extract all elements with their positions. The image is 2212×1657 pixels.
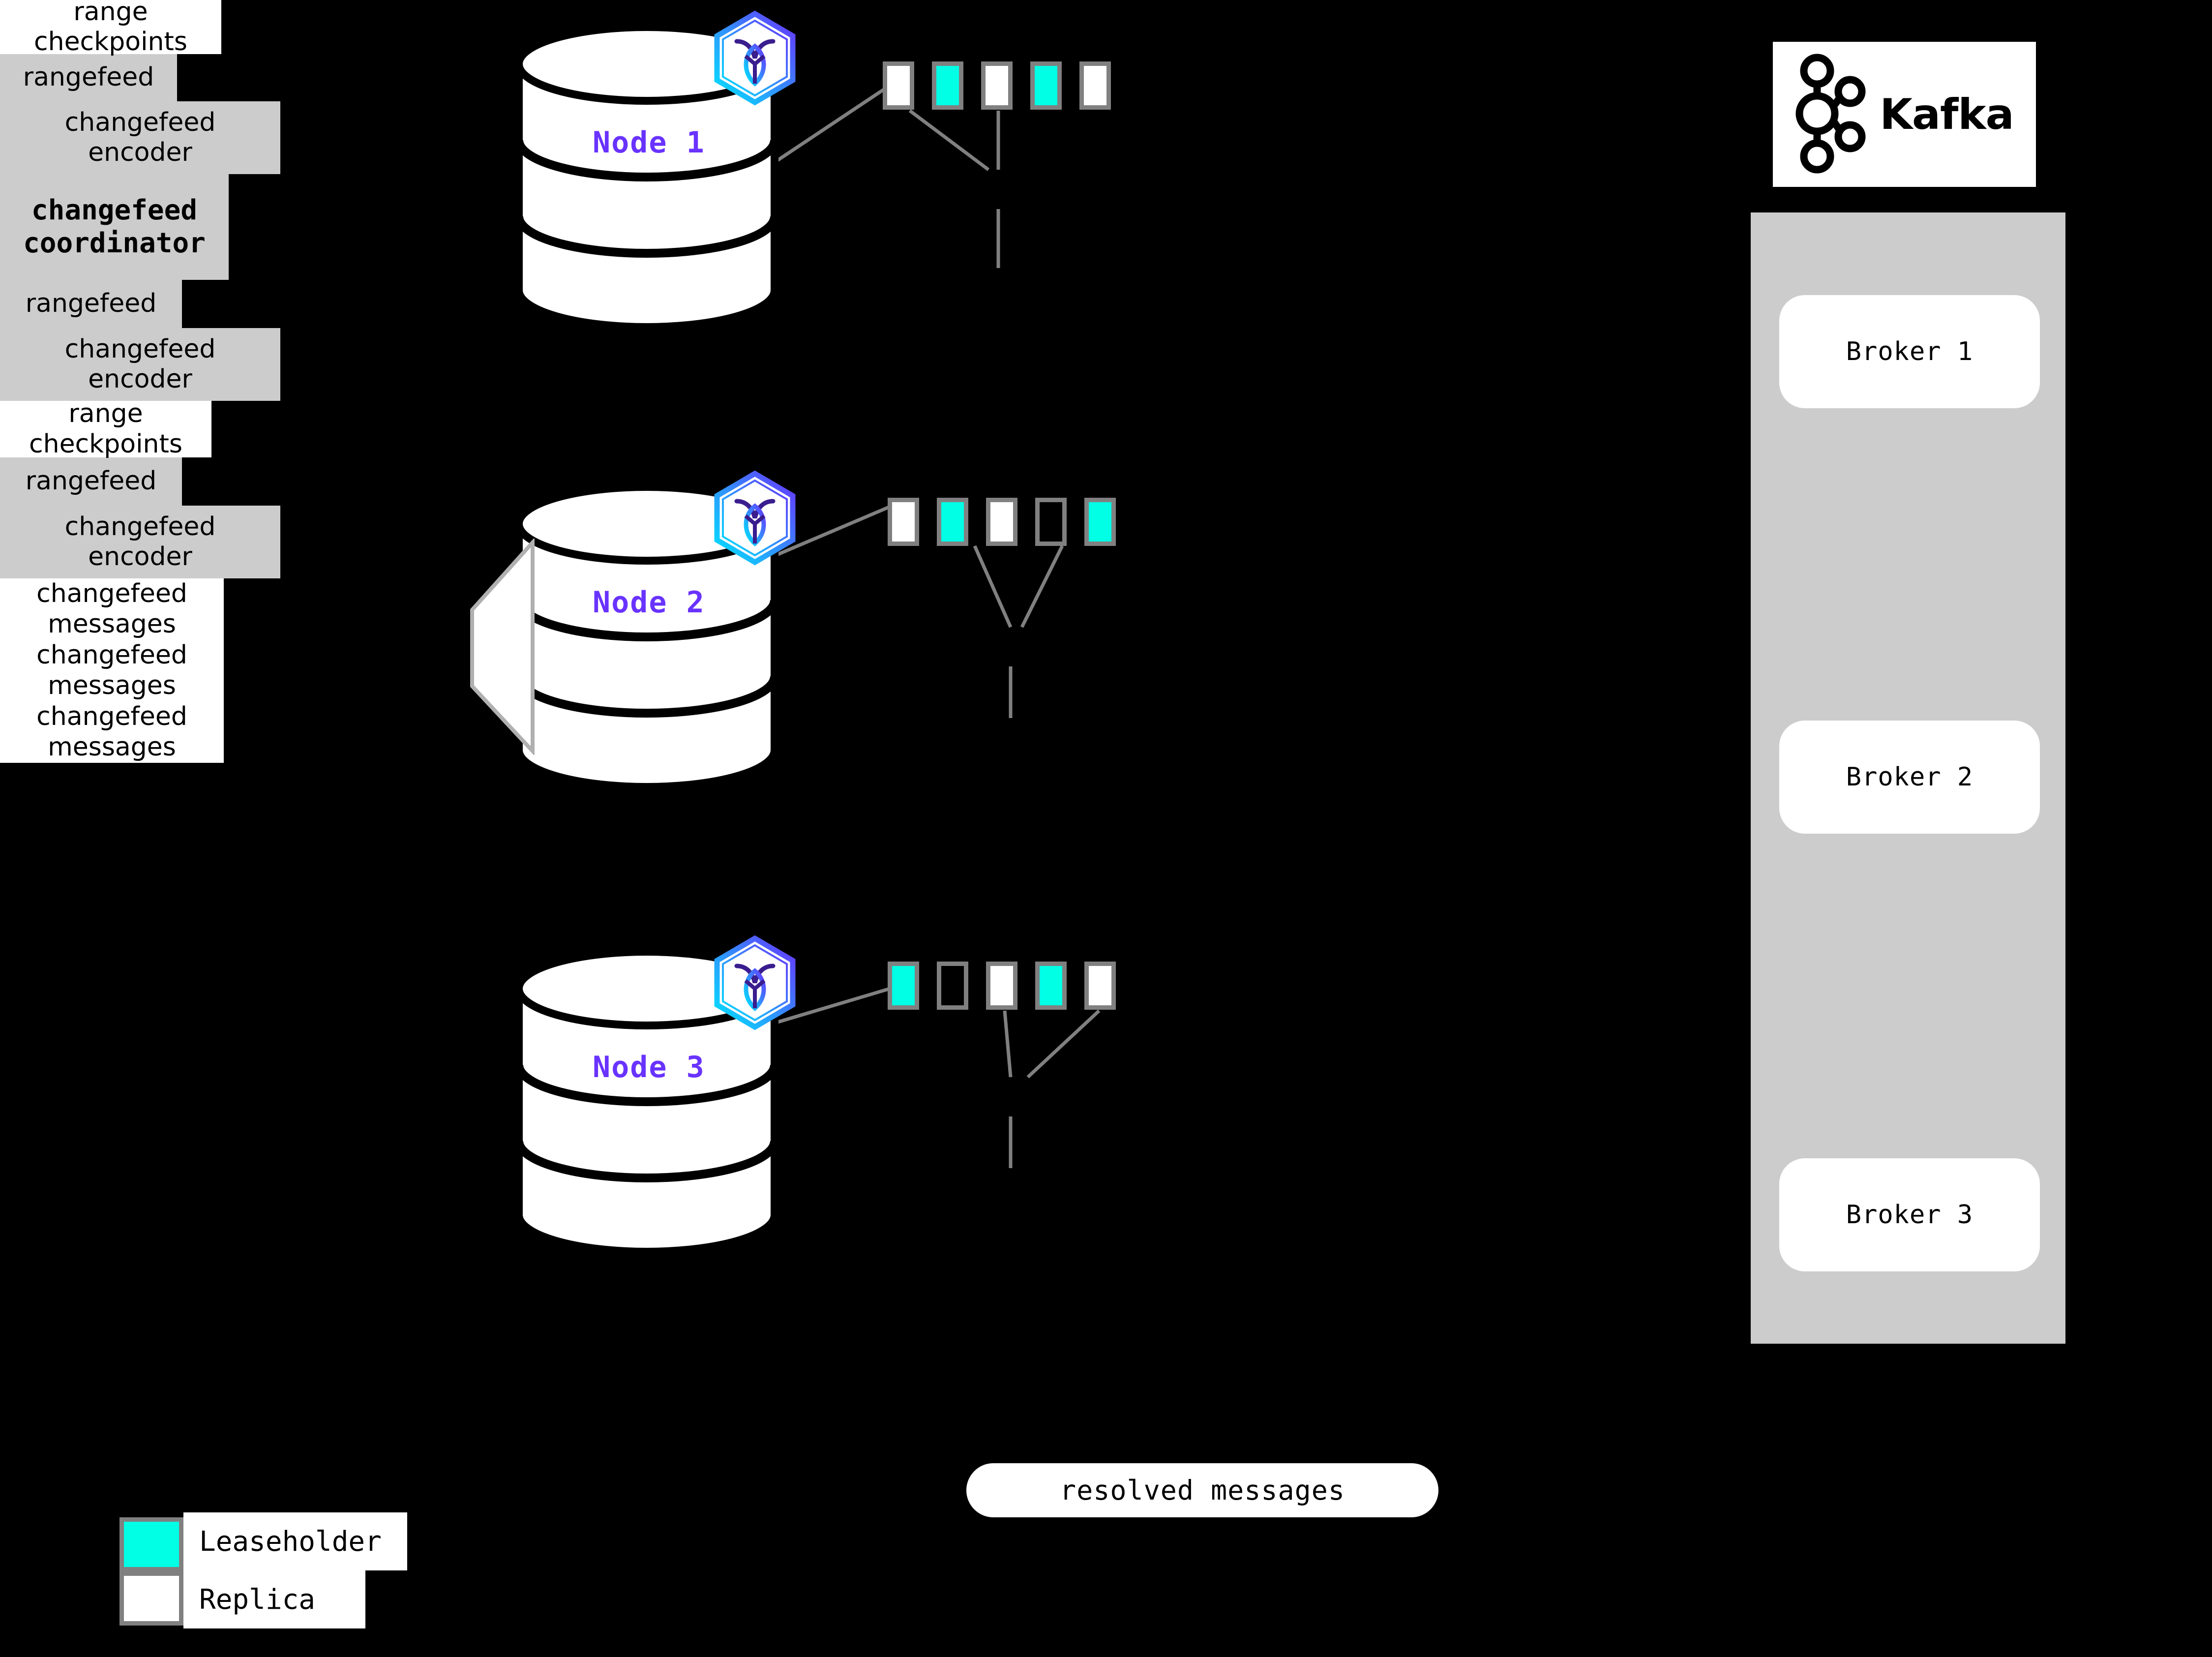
encoder-line-2: encoder [88,138,192,167]
broker-1[interactable]: Broker 1 [1779,295,2040,408]
changefeed-messages-label-1: changefeed messages [0,578,224,640]
node-2-range-row [888,498,1134,546]
kafka-wordmark: Kafka [1880,90,2014,139]
encoder-line-1: changefeed [64,107,216,137]
node-3-range-row [888,962,1134,1010]
legend-label-replica: Replica [183,1570,365,1628]
broker-3[interactable]: Broker 3 [1779,1158,2040,1271]
node-3-range-checkpoints-note: range checkpoints [0,399,211,459]
msg-line-1: changefeed [36,702,187,732]
node-3-changefeed-encoder-box[interactable]: changefeed encoder [0,506,280,578]
changefeed-coordinator-wedge [470,537,568,757]
encoder-line-2: encoder [88,364,192,394]
legend-swatch-leaseholder [120,1517,183,1571]
node-1-range-row [883,61,1129,110]
legend-label-leaseholder: Leaseholder [183,1512,407,1570]
msg-line-2: messages [48,609,176,639]
kafka-logo-card: Kafka [1773,42,2036,187]
cockroachdb-hexagon-icon [708,934,802,1040]
msg-line-2: messages [48,670,176,700]
node-1-changefeed-encoder-box[interactable]: changefeed encoder [0,101,280,174]
node-3-rangefeed-box[interactable]: rangefeed [0,457,182,506]
node-2-changefeed-encoder-box[interactable]: changefeed encoder [0,328,280,401]
coordinator-line-2: coordinator [23,227,206,259]
msg-line-1: changefeed [36,579,187,609]
range-cell[interactable] [1035,498,1067,546]
changefeed-messages-label-2: changefeed messages [0,640,224,701]
encoder-line-2: encoder [88,542,192,572]
range-cell[interactable] [1084,498,1116,546]
range-cell[interactable] [1030,61,1062,110]
node-2-label: Node 2 [593,585,705,620]
node-1-range-checkpoints-note: range checkpoints [0,0,221,57]
range-cell[interactable] [937,962,968,1010]
encoder-line-1: changefeed [64,334,216,364]
changefeed-coordinator-box[interactable]: changefeed coordinator [0,174,229,280]
coordinator-line-1: changefeed [31,194,198,227]
range-cell[interactable] [883,61,914,110]
legend-swatch-replica [120,1571,183,1626]
node-2-cylinder [514,484,779,789]
encoder-line-1: changefeed [64,512,216,542]
changefeed-messages-label-3: changefeed messages [0,701,224,763]
range-cell[interactable] [888,962,919,1010]
cockroachdb-hexagon-icon [708,470,802,575]
note-line-1: range [73,0,148,27]
cockroachdb-hexagon-icon [708,10,802,115]
range-cell[interactable] [932,61,963,110]
note-line-2: checkpoints [34,27,187,57]
node-1-label: Node 1 [593,125,705,160]
range-cell[interactable] [1084,962,1116,1010]
msg-line-2: messages [48,732,176,762]
range-cell[interactable] [1035,962,1067,1010]
node-3-label: Node 3 [593,1050,705,1085]
range-cell[interactable] [986,498,1017,546]
note-line-1: range [68,399,143,429]
node-1-rangefeed-box[interactable]: rangefeed [0,54,177,101]
range-cell[interactable] [937,498,968,546]
node-3-cylinder [514,949,779,1254]
msg-line-1: changefeed [36,640,187,670]
range-cell[interactable] [1079,61,1111,110]
resolved-messages-pill: resolved messages [966,1463,1438,1517]
node-2-rangefeed-box[interactable]: rangefeed [0,280,182,328]
broker-2[interactable]: Broker 2 [1779,721,2040,834]
range-cell[interactable] [986,962,1017,1010]
node-1-cylinder [514,25,779,330]
range-cell[interactable] [888,498,919,546]
kafka-logo-icon [1795,52,1869,177]
range-cell[interactable] [981,61,1013,110]
note-line-2: checkpoints [29,429,182,459]
